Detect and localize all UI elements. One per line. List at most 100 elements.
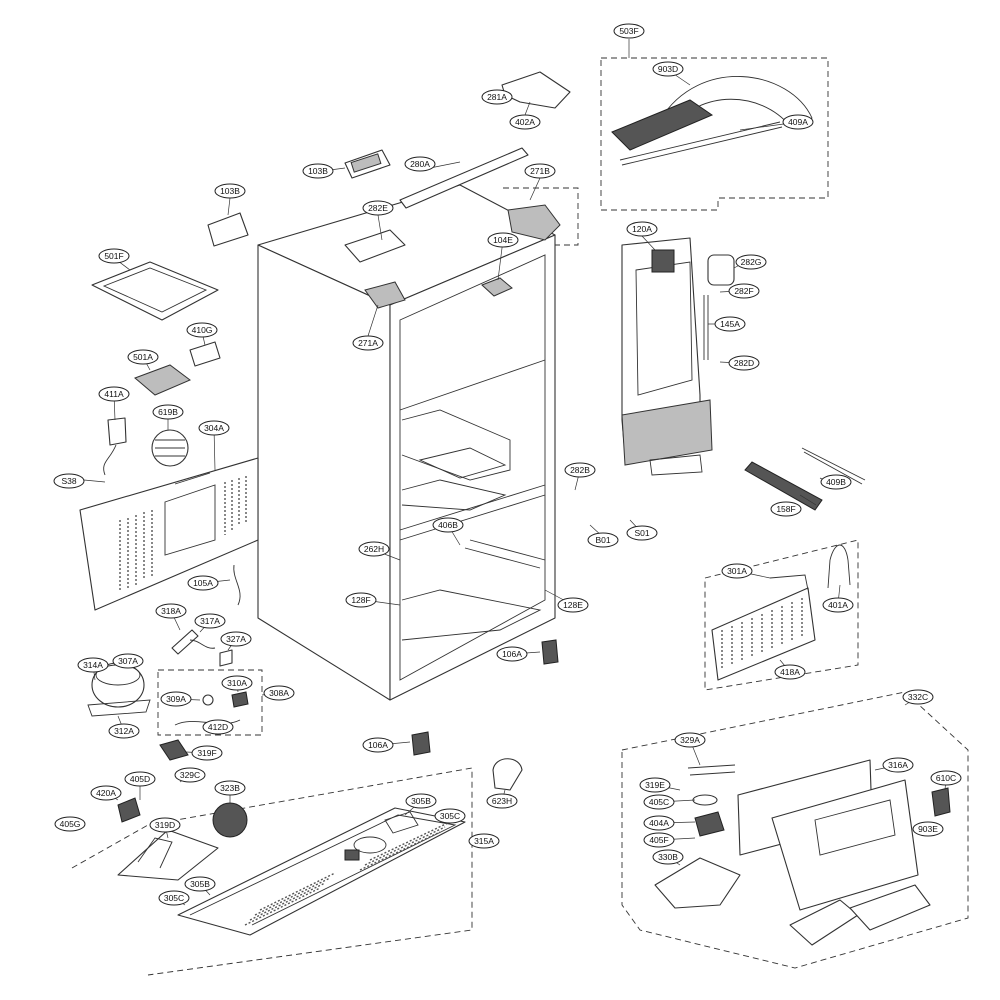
svg-text:282D: 282D [734,358,754,368]
callout-271a: 271A [352,335,384,351]
callout-903e: 903E [912,821,944,837]
group-outline-503f [600,57,829,211]
callout-308a: 308A [263,685,295,701]
valve-318a [171,629,199,655]
callout-409a: 409A [782,114,814,130]
svg-text:317A: 317A [200,616,220,626]
callout-128f: 128F [345,592,377,608]
svg-text:120A: 120A [632,224,652,234]
callout-282f: 282F [728,283,760,299]
bracket-281a [501,71,571,109]
callout-619b: 619B [152,404,184,420]
svg-text:319D: 319D [155,820,175,830]
svg-text:323B: 323B [220,783,240,793]
callout-282b: 282B [564,462,596,478]
svg-text:610C: 610C [936,773,956,783]
duct-plate [611,99,714,151]
callout-501a: 501A [127,349,159,365]
auger-330b [654,857,741,909]
callout-410g: 410G [186,322,218,338]
callout-316a: 316A [882,757,914,773]
bracket-410g [189,341,221,367]
svg-text:410G: 410G [192,325,213,335]
compressor-base [87,699,151,717]
hinge-bracket-top-right [507,204,561,241]
svg-text:B01: B01 [595,535,610,545]
svg-text:319F: 319F [197,748,216,758]
callout-106a-machine: 106A [362,737,394,753]
callout-411a: 411A [98,386,130,402]
svg-text:405D: 405D [130,774,150,784]
callout-128e: 128E [557,597,589,613]
callout-327a: 327A [220,631,252,647]
foot-106a-machine [411,731,431,756]
cover-501f-inner [102,267,208,313]
svg-text:329C: 329C [180,770,200,780]
callout-330b: 330B [652,849,684,865]
gasket-282g [707,254,735,286]
fan-cover-319d [117,829,219,881]
callout-329c: 329C [174,767,206,783]
svg-text:903D: 903D [658,64,678,74]
hinge-bracket-top-left [364,281,406,309]
duct-assembly-120a [621,237,713,476]
callout-405d: 405D [124,771,156,787]
svg-text:318A: 318A [161,606,181,616]
svg-text:404A: 404A [649,818,669,828]
svg-text:623H: 623H [492,796,512,806]
svg-text:281A: 281A [487,92,507,102]
svg-text:619B: 619B [158,407,178,417]
bracket-282e [344,229,406,263]
svg-text:401A: 401A [828,600,848,610]
svg-text:405F: 405F [649,835,668,845]
callout-312a: 312A [108,723,140,739]
callout-280a: 280A [404,156,436,172]
svg-text:420A: 420A [96,788,116,798]
foot-106a-cabinet [541,639,559,665]
svg-text:305B: 305B [411,796,431,806]
callout-903d: 903D [652,61,684,77]
sensor-411a [107,417,127,446]
svg-text:314A: 314A [83,660,103,670]
callout-281a: 281A [481,89,513,105]
callout-b01: B01 [587,532,619,548]
wire-105a [233,564,241,606]
callout-106a-cabinet: 106A [496,646,528,662]
svg-text:315A: 315A [474,836,494,846]
svg-text:503F: 503F [619,26,638,36]
fan-619b-grille [155,439,185,457]
callout-420a: 420A [90,785,122,801]
svg-text:332C: 332C [908,692,928,702]
callout-412d: 412D [202,719,234,735]
callout-305b-top: 305B [405,793,437,809]
callout-418a: 418A [774,664,806,680]
relay-310a [231,691,249,708]
svg-text:409A: 409A [788,117,808,127]
callout-103b-left: 103B [214,183,246,199]
bracket-104e [481,277,513,297]
svg-text:402A: 402A [515,117,535,127]
callout-305c-top: 305C [434,808,466,824]
svg-text:411A: 411A [104,389,124,399]
svg-text:307A: 307A [118,656,138,666]
capillary-317a [189,639,216,649]
callout-158f: 158F [770,501,802,517]
svg-text:330B: 330B [658,852,678,862]
svg-text:406B: 406B [438,520,458,530]
svg-text:105A: 105A [193,578,213,588]
callout-623h: 623H [486,793,518,809]
back-panel-304a [79,457,259,611]
svg-text:329A: 329A [680,735,700,745]
callout-317a: 317A [194,613,226,629]
callout-406b: 406B [432,517,464,533]
group-outline-308a [157,669,263,736]
callout-282g: 282G [735,254,767,270]
evaporator-418a [711,574,816,681]
svg-text:405C: 405C [649,797,669,807]
callout-301a: 301A [721,563,753,579]
wire-411a [103,444,117,476]
callout-401a: 401A [822,597,854,613]
svg-text:418A: 418A [780,667,800,677]
callout-120a: 120A [626,221,658,237]
